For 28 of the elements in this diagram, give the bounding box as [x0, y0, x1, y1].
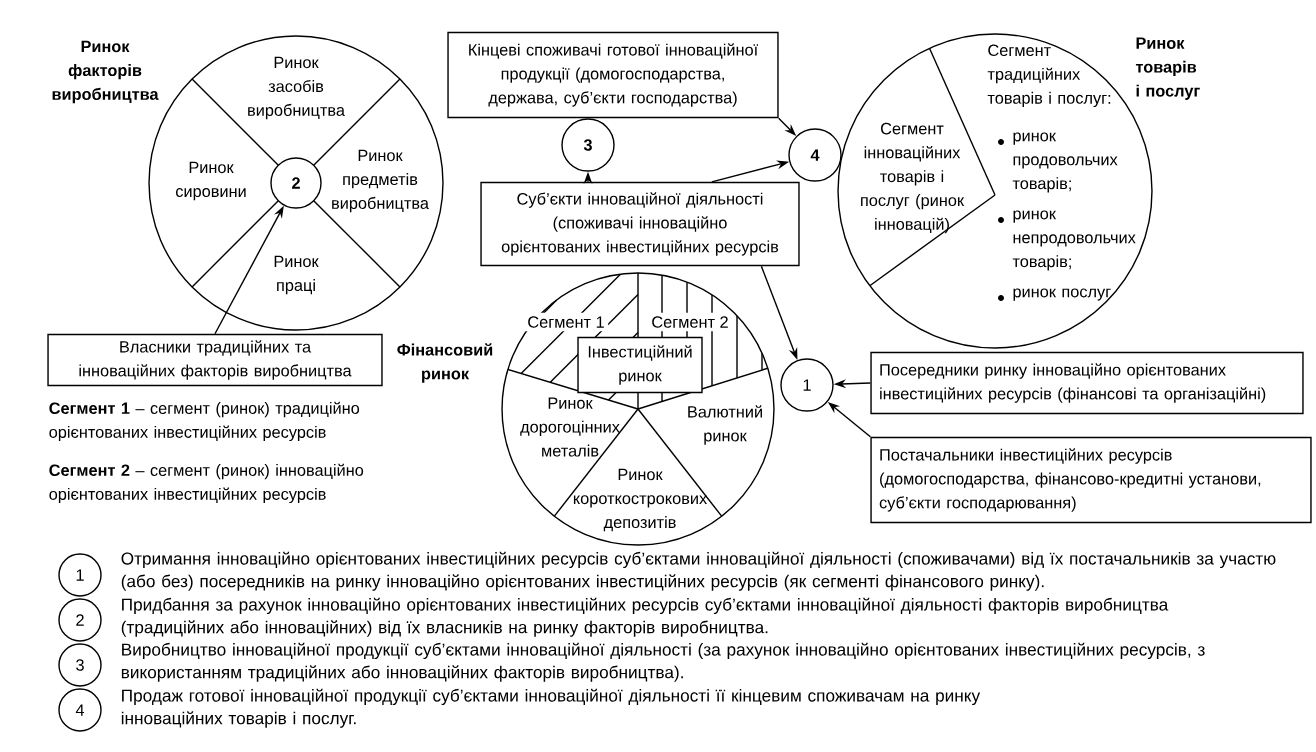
segment-label: Сегмент 1 [523, 312, 609, 332]
step-description: Отримання інноваційно орієнтованих інвестиційних ресурсів суб’єктами інноваційної діяльності (споживачами) від їх постачальників за участю (або без) посередників на ринку інноваційно орієнтованих інвестиційних ресурсів (як сегменті фінансового ринку). [121, 551, 1276, 591]
market-box: Інвестиційний ринок [577, 336, 703, 394]
sector-label: Ринок короткострокових депозитів [573, 468, 707, 532]
sector-label: Ринок предметів виробництва [332, 149, 429, 213]
step-description: Виробництво інноваційної продукції суб’єктами інноваційної діяльності (за рахунок інноваційно орієнтованих інвестиційних ресурсів, з використанням традиційних або інноваційних факторів виробництва). [121, 642, 1205, 682]
sector-label: Сегмент інноваційних товарів і послуг (ринок інновацій) [861, 122, 965, 234]
segment-label: Сегмент 2 [647, 312, 733, 332]
bullet-item: ринок послуг [998, 288, 1111, 301]
sector-label: Ринок праці [274, 255, 319, 295]
participant-box: Постачальники інвестиційних ресурсів (домогосподарства, фінансово-кредитні установи, суб’єкти господарювання) [870, 436, 1312, 524]
segment-note: Сегмент 2 – сегмент (ринок) інноваційно орієнтованих інвестиційних ресурсів [49, 463, 364, 504]
segment-note: Сегмент 1 – сегмент (ринок) традиційно орієнтованих інвестиційних ресурсів [49, 401, 360, 442]
step-description: Придбання за рахунок інноваційно орієнтованих інвестиційних ресурсів суб’єктами інноваційної діяльності факторів виробництва (традиційних або інноваційних) від їх власників на ринку факторів виробництва. [121, 597, 1169, 637]
participant-box: Власники традиційних та інноваційних факторів виробництва [47, 333, 383, 387]
sector-label: Ринок дорогоцінних металів [520, 397, 620, 457]
sector-label: Ринок сировини [176, 161, 246, 201]
participant-box: Суб’єкти інноваційної діяльності (споживачі інноваційно орієнтованих інвестиційних ресурсів [480, 181, 800, 267]
sector-label: Сегмент традиційних товарів і послуг: [987, 44, 1111, 108]
market-heading: Ринок товарів і послуг [1135, 37, 1200, 100]
sector-label: Ринок засобів виробництва [248, 56, 345, 120]
bullet-item: ринок непродовольчих товарів; [998, 210, 1136, 271]
bullet-item: ринок продовольчих товарів; [998, 132, 1118, 193]
participant-box: Посередники ринку інноваційно орієнтованих інвестиційних ресурсів (фінансові та організаційні) [870, 351, 1304, 415]
market-heading: Фінансовий ринок [397, 343, 493, 383]
market-heading: Ринок факторів виробництва [52, 40, 159, 104]
step-description: Продаж готової інноваційної продукції суб’єктами інноваційної діяльності її кінцевим споживачам на ринку інноваційних товарів і послуг. [121, 688, 981, 728]
sector-label: Валютний ринок [688, 405, 762, 445]
